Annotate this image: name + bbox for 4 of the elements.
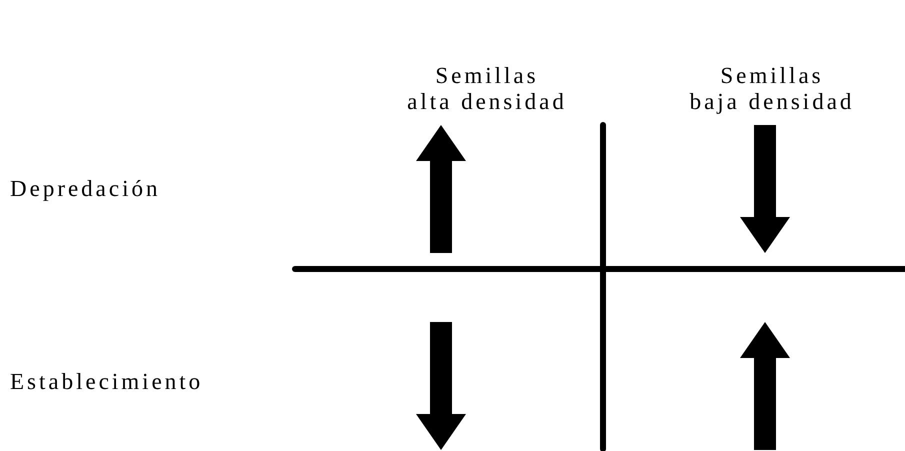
row-header: Establecimiento: [10, 369, 204, 395]
column-header: Semillas baja densidad: [690, 63, 854, 115]
row-header: Depredación: [10, 176, 160, 202]
column-header: Semillas alta densidad: [407, 63, 567, 115]
